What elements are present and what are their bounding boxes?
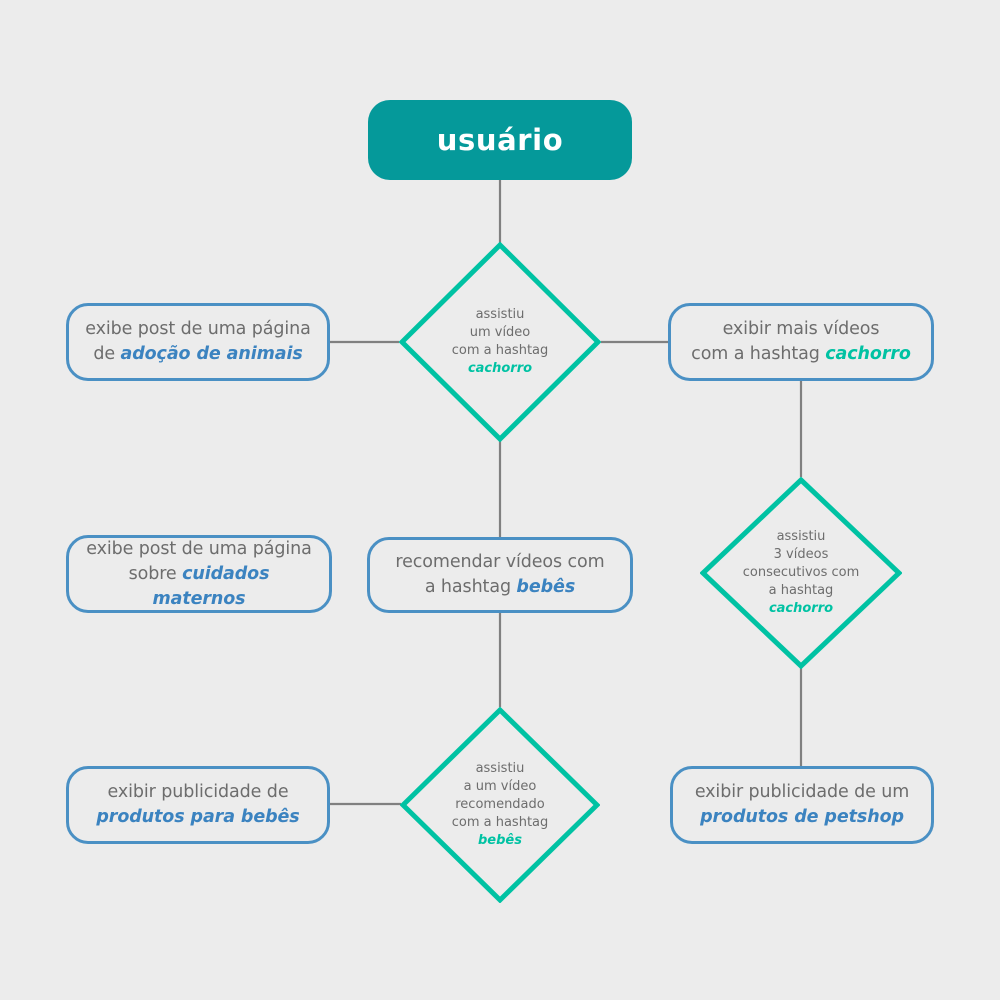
decision3-text: assistiu a um vídeo recomendado com a ha… — [426, 760, 574, 850]
node-usuario[interactable]: usuário — [368, 100, 632, 180]
action-adocao-line1: exibe post de uma página — [85, 319, 311, 339]
action-produtosbebes-emphasis: produtos para bebês — [96, 807, 300, 827]
action-maisvideos-emphasis: cachorro — [825, 344, 911, 364]
action-petshop-emphasis: produtos de petshop — [700, 807, 904, 827]
action-maisvideos-text: exibir mais vídeos com a hashtag cachorr… — [691, 317, 911, 367]
action-recomendar-line2-prefix: a hashtag — [424, 577, 517, 597]
action-cuidados-emphasis: cuidados maternos — [152, 563, 270, 609]
action-publicidade-produtos-bebes[interactable]: exibir publicidade de produtos para bebê… — [66, 766, 330, 844]
decision3-line3: recomendado — [455, 797, 545, 812]
decision1-line1: assistiu — [475, 307, 525, 322]
action-petshop-line1: exibir publicidade de um — [694, 782, 910, 802]
decision2-line1: assistiu — [776, 529, 826, 544]
action-cuidados-text: exibe post de uma página sobre cuidados … — [81, 537, 317, 612]
action-recomendar-videos-bebes[interactable]: recomendar vídeos com a hashtag bebês — [367, 537, 633, 613]
decision2-line2: 3 vídeos — [773, 547, 829, 562]
action-produtosbebes-text: exibir publicidade de produtos para bebê… — [96, 780, 299, 830]
action-recomendar-emphasis: bebês — [516, 577, 576, 597]
decision3-emphasis: bebês — [478, 833, 522, 848]
decision-assistiu-video-recomendado-bebes[interactable]: assistiu a um vídeo recomendado com a ha… — [400, 707, 600, 903]
action-maisvideos-line1: exibir mais vídeos — [722, 319, 880, 339]
decision2-emphasis: cachorro — [768, 601, 834, 616]
diamond-shape-icon — [700, 477, 902, 669]
decision1-text: assistiu um vídeo com a hashtag cachorro — [425, 306, 574, 378]
action-produtosbebes-line1: exibir publicidade de — [107, 782, 289, 802]
action-recomendar-text: recomendar vídeos com a hashtag bebês — [395, 550, 604, 600]
action-recomendar-line1: recomendar vídeos com — [395, 552, 605, 572]
decision1-emphasis: cachorro — [467, 361, 533, 376]
decision2-line3: consecutivos com — [742, 565, 860, 580]
decision1-line3: com a hashtag — [451, 343, 549, 358]
action-post-adocao-animais[interactable]: exibe post de uma página de adoção de an… — [66, 303, 330, 381]
diamond-shape-icon — [400, 707, 600, 903]
decision1-line2: um vídeo — [469, 325, 531, 340]
action-maisvideos-line2-prefix: com a hashtag — [691, 344, 826, 364]
node-usuario-label: usuário — [436, 123, 564, 157]
action-cuidados-line2-prefix: sobre — [128, 563, 183, 584]
decision3-line2: a um vídeo — [463, 779, 537, 794]
decision-assistiu-video-cachorro[interactable]: assistiu um vídeo com a hashtag cachorro — [399, 242, 601, 442]
action-adocao-text: exibe post de uma página de adoção de an… — [85, 317, 311, 367]
decision-assistiu-3-videos-cachorro[interactable]: assistiu 3 vídeos consecutivos com a has… — [700, 477, 902, 669]
action-publicidade-produtos-petshop[interactable]: exibir publicidade de um produtos de pet… — [670, 766, 934, 844]
action-exibir-mais-videos-cachorro[interactable]: exibir mais vídeos com a hashtag cachorr… — [668, 303, 934, 381]
action-adocao-emphasis: adoção de animais — [120, 344, 303, 364]
decision2-text: assistiu 3 vídeos consecutivos com a has… — [726, 528, 875, 618]
decision3-line1: assistiu — [475, 761, 525, 776]
action-cuidados-line1: exibe post de uma página — [86, 538, 312, 559]
action-adocao-line2-prefix: de — [93, 344, 121, 364]
decision2-line4: a hashtag — [768, 583, 834, 598]
decision3-line4: com a hashtag — [451, 815, 549, 830]
action-post-cuidados-maternos[interactable]: exibe post de uma página sobre cuidados … — [66, 535, 332, 613]
diamond-shape-icon — [399, 242, 601, 442]
action-petshop-text: exibir publicidade de um produtos de pet… — [695, 780, 909, 830]
